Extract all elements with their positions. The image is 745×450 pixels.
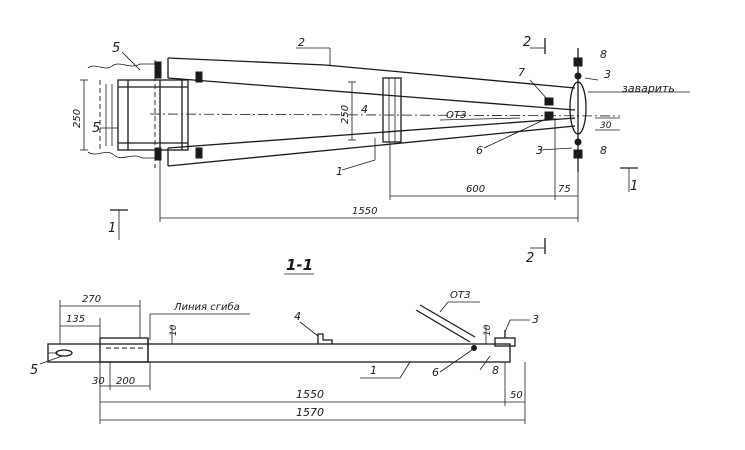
dim-50: 50 bbox=[510, 390, 523, 401]
label-part-5-top: 5 bbox=[112, 41, 120, 56]
section-mark-1-right: 1 bbox=[630, 179, 638, 194]
dim-600: 600 bbox=[466, 184, 485, 195]
plan-dimensions bbox=[80, 79, 620, 222]
section-title: 1-1 bbox=[286, 256, 313, 274]
label-hole-plan: ОТЗ bbox=[446, 110, 467, 121]
dim-75: 75 bbox=[558, 184, 571, 195]
section-mark-1-left: 1 bbox=[108, 221, 116, 236]
section-marks bbox=[110, 38, 638, 254]
label-sec-part-4: 4 bbox=[294, 310, 301, 323]
dim-200: 200 bbox=[116, 376, 135, 387]
label-bend-line: Линия сгиба bbox=[173, 301, 240, 313]
dim-10-a: 10 bbox=[169, 324, 179, 336]
dim-1570: 1570 bbox=[296, 406, 324, 419]
label-part-2: 2 bbox=[298, 36, 305, 49]
dim-1550-section: 1550 bbox=[296, 388, 324, 401]
tapered-beams bbox=[149, 57, 621, 167]
dim-30: 30 bbox=[600, 121, 612, 131]
plan-view: 5 5 2 4 1 ОТЗ 6 7 8 3 заварить 3 8 250 2… bbox=[72, 35, 690, 266]
dim-width-mid: 250 bbox=[340, 105, 351, 124]
label-sec-part-3: 3 bbox=[532, 313, 539, 326]
dim-30-left: 30 bbox=[92, 376, 105, 387]
label-weld: заварить bbox=[622, 82, 675, 95]
label-part-3b: 3 bbox=[536, 144, 543, 157]
section-bar bbox=[47, 304, 516, 363]
label-part-8-top: 8 bbox=[600, 48, 607, 61]
label-part-4: 4 bbox=[361, 103, 368, 116]
section-view: 1-1 bbox=[30, 256, 539, 424]
section-mark-2-top: 2 bbox=[523, 35, 531, 50]
section-leaders bbox=[39, 301, 530, 379]
plan-leaders bbox=[100, 47, 690, 171]
label-sec-part-8: 8 bbox=[492, 364, 499, 377]
label-part-1: 1 bbox=[336, 165, 343, 178]
label-sec-part-6: 6 bbox=[432, 366, 439, 379]
label-part-7: 7 bbox=[518, 66, 525, 79]
middle-plate bbox=[382, 77, 402, 143]
dim-135: 135 bbox=[66, 314, 85, 325]
label-sec-part-1: 1 bbox=[370, 364, 377, 377]
label-part-5-left: 5 bbox=[92, 121, 100, 136]
label-part-3: 3 bbox=[604, 68, 611, 81]
label-hole-section: ОТЗ bbox=[450, 290, 471, 301]
label-part-6: 6 bbox=[476, 144, 483, 157]
dim-10-b: 10 bbox=[483, 324, 493, 336]
dim-270: 270 bbox=[82, 294, 101, 305]
dim-1550: 1550 bbox=[352, 206, 377, 217]
section-mark-2-bottom: 2 bbox=[526, 251, 534, 266]
tie-bolt bbox=[544, 48, 587, 172]
section-dimensions bbox=[59, 300, 526, 424]
dim-width-left: 250 bbox=[72, 109, 83, 128]
label-part-8-bottom: 8 bbox=[600, 144, 607, 157]
left-bracket bbox=[87, 60, 203, 168]
label-sec-part-5: 5 bbox=[30, 363, 38, 378]
